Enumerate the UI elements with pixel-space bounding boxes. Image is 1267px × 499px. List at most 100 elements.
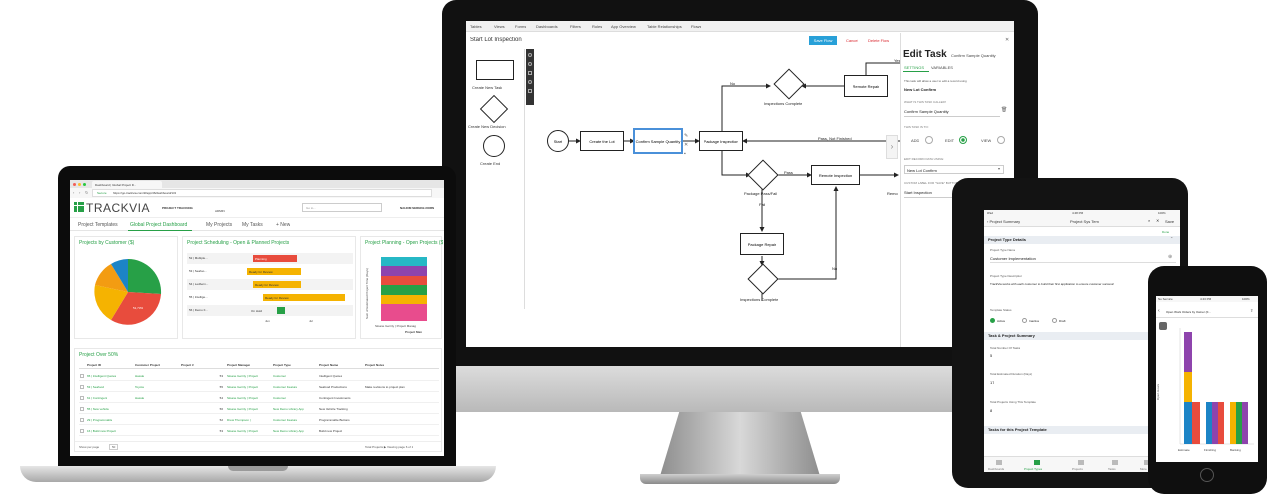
- fit-icon[interactable]: [528, 71, 532, 75]
- create-lot-node[interactable]: Create the Lot: [580, 131, 624, 151]
- tab-project-types-icon[interactable]: [1034, 460, 1040, 465]
- trash-icon[interactable]: 🗑: [1001, 107, 1008, 113]
- package-repair-node[interactable]: Package Repair: [740, 233, 784, 255]
- tab-dashboards[interactable]: Dashboards: [988, 467, 1005, 471]
- palette-end-shape[interactable]: [483, 135, 505, 157]
- option-edit-radio[interactable]: [959, 136, 967, 144]
- row-checkbox[interactable]: [80, 429, 84, 433]
- table-cell[interactable]: Sloane Gerrity | Project: [227, 407, 258, 411]
- start-node[interactable]: Start: [547, 130, 569, 152]
- nav-project-templates[interactable]: Project Templates: [78, 222, 118, 228]
- table-cell[interactable]: Sloane Gerrity | Project: [227, 385, 258, 389]
- nav-global-dashboard[interactable]: Global Project Dashboard: [130, 222, 188, 228]
- palette-task-shape[interactable]: [476, 60, 514, 80]
- stacked-bar[interactable]: [381, 257, 427, 321]
- reload-icon[interactable]: ↻: [85, 190, 89, 195]
- tab-settings[interactable]: SETTINGS: [904, 65, 925, 70]
- save-flow-button[interactable]: Save Flow: [809, 36, 837, 45]
- menu-app-overview[interactable]: App Overview: [611, 24, 636, 29]
- gantt-row[interactable]: 52 | Multiple...Planning: [187, 253, 353, 264]
- table-cell[interactable]: Customer Feature: [273, 385, 298, 389]
- tab-dashboards-icon[interactable]: [996, 460, 1002, 465]
- radio-draft[interactable]: [1052, 318, 1057, 323]
- tablet-close-icon[interactable]: ✕: [1156, 218, 1160, 223]
- nav-my-tasks[interactable]: My Tasks: [242, 222, 263, 228]
- menu-filters[interactable]: Filters: [570, 24, 581, 29]
- row-checkbox[interactable]: [80, 385, 84, 389]
- gantt-row[interactable]: 56 | Demo F...On Hold: [187, 305, 353, 316]
- radio-active[interactable]: [990, 318, 995, 323]
- table-cell[interactable]: Hassle: [135, 396, 145, 400]
- tab-more[interactable]: More: [1140, 467, 1147, 471]
- menu-table-relationships[interactable]: Table Relationships: [647, 24, 682, 29]
- nav-my-projects[interactable]: My Projects: [206, 222, 233, 228]
- tab-tasks[interactable]: Tasks: [1108, 467, 1116, 471]
- menu-flows[interactable]: Flows: [691, 24, 702, 29]
- nav-new[interactable]: + New: [276, 222, 291, 228]
- tab-tasks-icon[interactable]: [1112, 460, 1118, 465]
- row-checkbox[interactable]: [80, 374, 84, 378]
- tab-projects-icon[interactable]: [1078, 460, 1084, 465]
- gantt-row[interactable]: 55 | Intellige...Ready for Review: [187, 292, 353, 303]
- select-icon[interactable]: [528, 89, 532, 93]
- gantt-bar[interactable]: Ready for Review: [253, 281, 301, 288]
- table-cell[interactable]: 29 | Programmable: [87, 418, 113, 422]
- close-node-icon[interactable]: ✕: [684, 142, 689, 148]
- pie-chart[interactable]: [93, 257, 163, 327]
- maximize-window-icon[interactable]: [83, 183, 86, 186]
- edit-node-icon[interactable]: ✎: [684, 133, 689, 139]
- gantt-bar[interactable]: Ready for Review: [247, 268, 301, 275]
- address-bar[interactable]: Secure https://go.trackvia.com/#/app/46/…: [92, 189, 432, 197]
- table-cell[interactable]: Customer: [273, 396, 287, 400]
- gantt-row[interactable]: 54 | Ledbern...Ready for Review: [187, 279, 353, 290]
- app-menu[interactable]: PROJECT TRACKING: [162, 206, 193, 210]
- delete-node-icon[interactable]: ▪: [684, 151, 686, 157]
- phone-back-icon[interactable]: ‹: [1158, 308, 1160, 314]
- field-type-name-input[interactable]: Customer Implementation: [990, 256, 1176, 263]
- row-checkbox[interactable]: [80, 396, 84, 400]
- gantt-row[interactable]: 53 | Seafoo...Ready for Review: [187, 266, 353, 277]
- package-inspection-node[interactable]: Package Inspection: [699, 131, 743, 151]
- menu-forms[interactable]: Forms: [515, 24, 527, 29]
- zoom-toolbar[interactable]: [526, 49, 534, 105]
- browser-tab[interactable]: Dashboard | Global Project D...: [92, 181, 162, 188]
- cancel-button[interactable]: Cancel: [846, 38, 859, 43]
- option-view-radio[interactable]: [997, 136, 1005, 144]
- menu-roles[interactable]: Roles: [592, 24, 603, 29]
- footer-per-page-select[interactable]: 50: [109, 444, 119, 450]
- user-menu[interactable]: NAHOM SEREKE-DORN: [400, 206, 435, 210]
- table-cell[interactable]: 53 | Seafood: [87, 385, 104, 389]
- zoom-out-icon[interactable]: [528, 62, 532, 66]
- field-type-description-text[interactable]: TrackVia works with each customer to bui…: [990, 282, 1115, 286]
- table-cell[interactable]: New Demo Library App: [273, 407, 304, 411]
- tablet-save-button[interactable]: Save: [1165, 219, 1175, 224]
- table-cell[interactable]: 55 | New vehicle: [87, 407, 109, 411]
- menu-tables[interactable]: Tables: [470, 24, 482, 29]
- tab-variables[interactable]: VARIABLES: [931, 65, 953, 70]
- minimize-window-icon[interactable]: [78, 183, 81, 186]
- gantt-bar[interactable]: Planning: [253, 255, 297, 262]
- tablet-search-icon[interactable]: ⌕: [1148, 218, 1151, 223]
- gantt-bar[interactable]: Ready for Review: [263, 294, 345, 301]
- tablet-back-button[interactable]: ‹ Project Summary: [987, 219, 1021, 224]
- close-window-icon[interactable]: [73, 183, 76, 186]
- delete-flow-button[interactable]: Delete Flow: [868, 38, 890, 43]
- option-add-radio[interactable]: [925, 136, 933, 144]
- search-input[interactable]: Go to...: [302, 203, 382, 212]
- tab-project-types[interactable]: Project Types: [1024, 467, 1043, 471]
- table-cell[interactable]: 61 | Contingent: [87, 396, 108, 400]
- table-cell[interactable]: 65 | Intelligent Quotes: [87, 374, 117, 378]
- section-collapse-icon[interactable]: ⌃: [1170, 236, 1174, 241]
- phone-home-button[interactable]: [1200, 468, 1214, 482]
- table-cell[interactable]: Customer: [273, 374, 287, 378]
- confirm-sample-node[interactable]: Confirm Sample Quantity: [634, 129, 682, 153]
- zoom-in-icon[interactable]: [528, 53, 532, 57]
- back-icon[interactable]: ‹: [73, 190, 75, 195]
- table-cell[interactable]: Customer Feature: [273, 418, 298, 422]
- table-cell[interactable]: 16 | Build new Project: [87, 429, 116, 433]
